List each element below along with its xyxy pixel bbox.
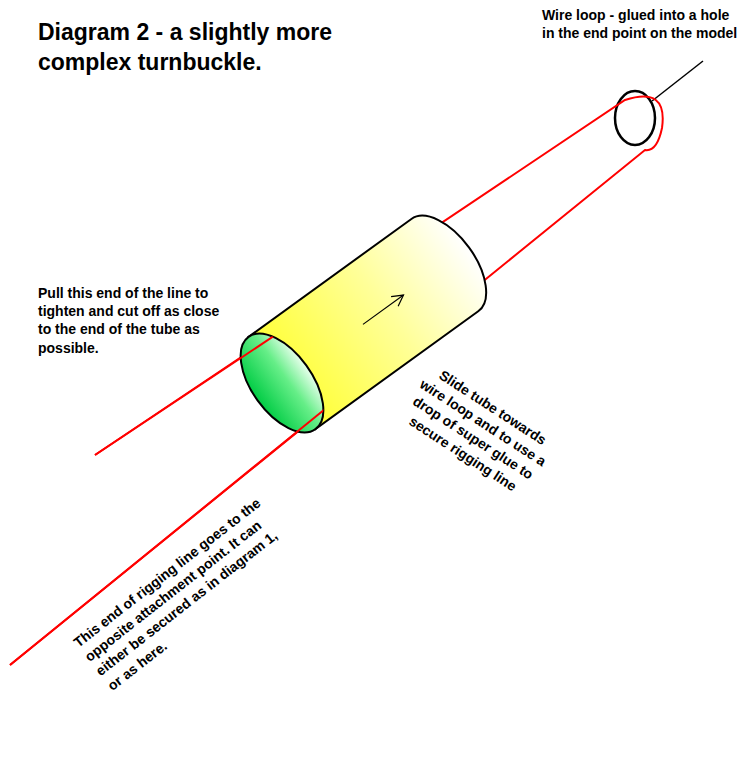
wire-loop [615,91,655,145]
label-slot: Pull this end of the line to tighten and… [38,284,224,357]
rigging-line [10,97,663,666]
direction-arrow-head [391,290,407,306]
direction-arrow [363,295,404,324]
diagram-title: Diagram 2 - a slightly more complex turn… [38,18,418,78]
tube-end [224,319,339,447]
callout-note: Pull this end of the line to tighten and… [38,284,224,357]
callout-note: Wire loop - glued into a hole in the end… [542,6,744,42]
label-slot: Wire loop - glued into a hole in the end… [542,6,744,42]
title-slot: Diagram 2 - a slightly more complex turn… [38,18,418,78]
leader-line [652,61,703,101]
callout-note: This end of rigging line goes to the opp… [70,490,302,694]
callout-note: Slide tube towards wire loop and to use … [393,357,563,503]
label-slot: This end of rigging line goes to the opp… [70,490,302,694]
label-slot: Slide tube towards wire loop and to use … [393,357,563,503]
